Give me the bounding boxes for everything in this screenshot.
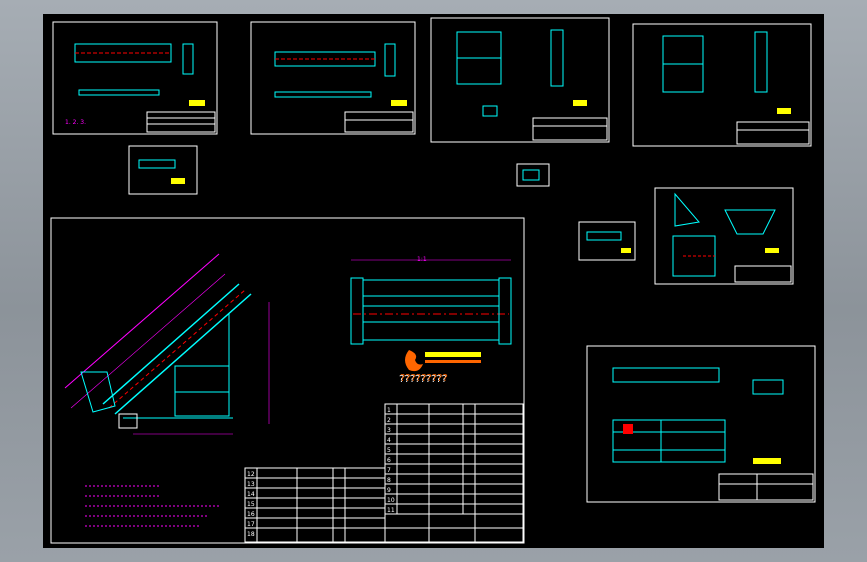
bom-row-number: 16 [247,511,255,518]
bom-row-number: 7 [387,467,391,474]
bom-row-number: 1 [387,407,391,414]
company-logo [405,350,481,372]
sheet-small-c[interactable] [578,221,636,261]
bom-table-lower [244,467,386,543]
logo-caption: ????????? [399,374,447,385]
drawing-svg: 1. 2. 3. [50,17,816,544]
bom-row-number: 5 [387,447,391,454]
bom-row-number: 13 [247,481,255,488]
bom-row-number: 2 [387,417,391,424]
question-text: ????????? [400,373,448,384]
technical-notes [85,485,219,527]
sheet-small-b[interactable] [516,163,550,187]
bom-row-number: 3 [387,427,391,434]
bom-row-number: 6 [387,457,391,464]
bom-row-number: 4 [387,437,391,444]
scale-label: 1:1 [417,256,427,263]
bom-row-number: 10 [387,497,395,504]
sheet-3[interactable] [430,17,610,143]
bom-row-number: 11 [387,507,395,514]
bom-table-upper [384,403,524,515]
bom-row-number: 12 [247,471,255,478]
bom-row-number: 8 [387,477,391,484]
drawing-canvas[interactable]: 1. 2. 3. [43,14,824,548]
title-block [384,513,524,543]
sheet-4[interactable] [632,23,812,147]
bom-row-number: 9 [387,487,391,494]
sheet-small-a[interactable] [128,145,198,195]
bom-row-number: 15 [247,501,255,508]
bom-row-number: 18 [247,531,255,538]
sheet-main-assembly[interactable]: ????????? [50,217,525,544]
svg-text:1. 2. 3.: 1. 2. 3. [65,119,86,126]
bom-row-number: 14 [247,491,255,498]
bom-row-number: 17 [247,521,255,528]
sheet-1[interactable]: 1. 2. 3. [52,21,218,135]
sheet-lower-right[interactable] [586,345,816,503]
sheet-hopper[interactable] [654,187,794,285]
sheet-2[interactable] [250,21,416,135]
